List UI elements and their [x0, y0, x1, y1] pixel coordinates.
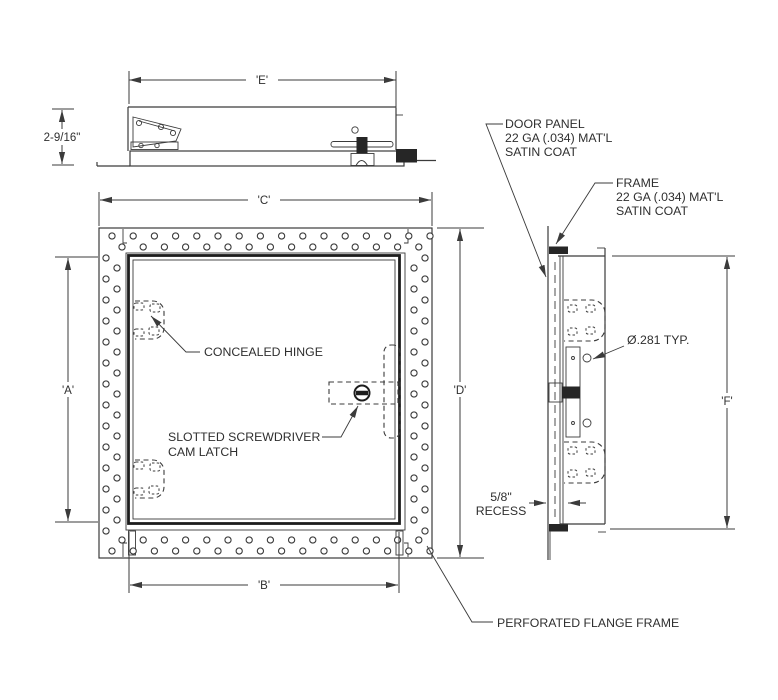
frame-note-line3: SATIN COAT — [616, 204, 688, 218]
dimension-depth: 2-9/16" — [36, 108, 88, 166]
dimension-a: 'A' — [52, 256, 98, 523]
latch-label-line2: CAM LATCH — [168, 445, 238, 459]
side-view-latch — [548, 382, 580, 403]
flange-callout: PERFORATED FLANGE FRAME — [426, 545, 679, 630]
side-hinge-bottom-hidden — [564, 441, 606, 484]
dim-e-text: 'E' — [256, 75, 268, 87]
frame-note-line2: 22 GA (.034) MAT'L — [616, 190, 724, 204]
perforated-flange — [98, 227, 434, 559]
latch-callout: SLOTTED SCREWDRIVER CAM LATCH — [168, 405, 359, 459]
hinge-bottom-hidden — [133, 459, 165, 499]
top-view-hinge — [130, 116, 182, 150]
side-hinge-top-hidden — [564, 299, 606, 342]
flange-holes — [102, 232, 434, 555]
hinge-top-hidden — [133, 300, 165, 340]
top-view-latch — [330, 126, 394, 166]
dim-depth-text: 2-9/16" — [44, 132, 81, 144]
front-view: CONCEALED HINGE SLOTTED SCREWDRIVER CAM … — [52, 192, 679, 630]
door-panel-callout: DOOR PANEL 22 GA (.034) MAT'L SATIN COAT — [485, 117, 613, 278]
frame-note-line1: FRAME — [616, 176, 659, 190]
door-panel-note-line2: 22 GA (.034) MAT'L — [505, 131, 613, 145]
hinge-callout: CONCEALED HINGE — [150, 315, 323, 359]
frame-callout: FRAME 22 GA (.034) MAT'L SATIN COAT — [555, 176, 724, 245]
dim-b-text: 'B' — [258, 580, 270, 592]
dim-a-text: 'A' — [62, 385, 74, 397]
dim-f-text: 'F' — [721, 396, 732, 408]
flange-label-text: PERFORATED FLANGE FRAME — [497, 616, 679, 630]
door-panel-note-line3: SATIN COAT — [505, 145, 577, 159]
recess-callout: 5/8" RECESS — [476, 490, 586, 518]
dimension-f: 'F' — [610, 255, 743, 530]
dimension-b: 'B' — [128, 532, 400, 593]
hole-note-text: Ø.281 TYP. — [627, 333, 689, 347]
recess-line1: 5/8" — [490, 490, 511, 504]
door-panel-note-line1: DOOR PANEL — [505, 117, 585, 131]
top-section-view: 'E' 2-9/16" — [36, 71, 436, 167]
side-section-view: DOOR PANEL 22 GA (.034) MAT'L SATIN COAT… — [476, 117, 743, 560]
hole-diameter-callout: Ø.281 TYP. — [592, 333, 689, 360]
recess-line2: RECESS — [476, 504, 527, 518]
top-view-body — [96, 106, 436, 167]
hinge-label-text: CONCEALED HINGE — [204, 345, 323, 359]
dimension-d: 'D' — [437, 227, 484, 559]
latch-label-line1: SLOTTED SCREWDRIVER — [168, 430, 320, 444]
dim-d-text: 'D' — [454, 385, 467, 397]
cam-latch-front — [328, 344, 401, 439]
dim-c-text: 'C' — [258, 195, 271, 207]
door-panel-front — [127, 254, 401, 525]
dimension-e: 'E' — [128, 71, 397, 110]
dimension-c: 'C' — [98, 192, 433, 226]
